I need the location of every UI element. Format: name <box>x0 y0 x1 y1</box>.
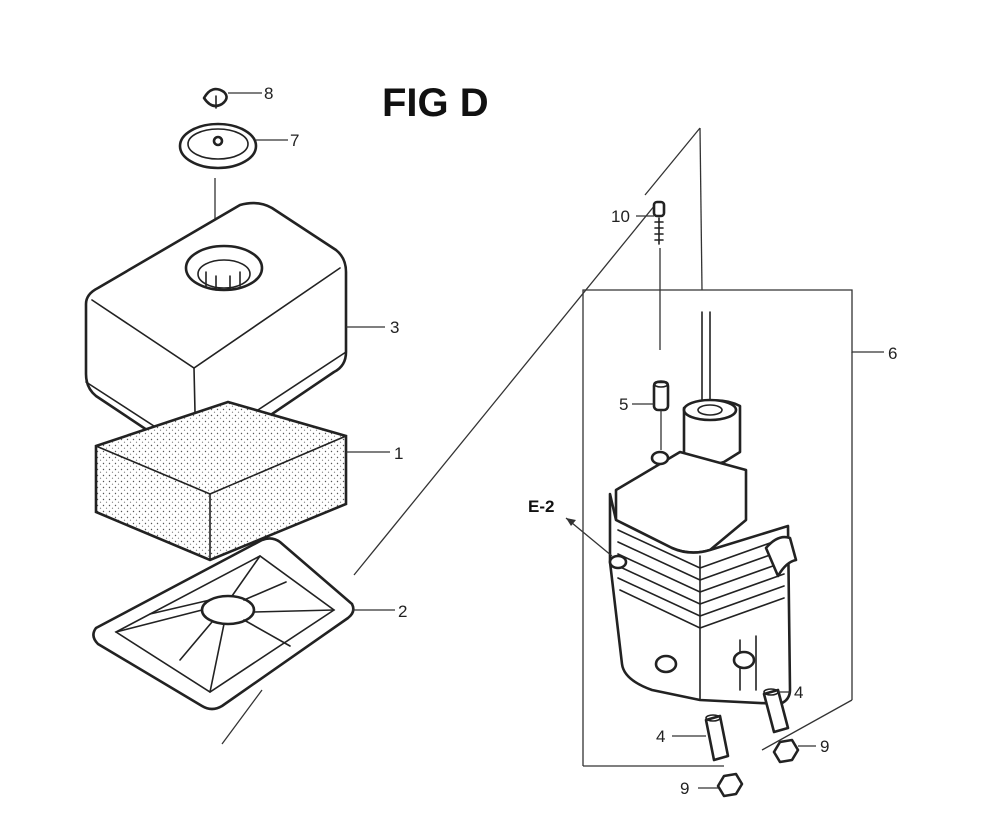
callout-4-left: 4 <box>656 727 665 746</box>
reference-label: E-2 <box>528 497 554 516</box>
air-cleaner-cover-part-3 <box>84 201 385 461</box>
callout-labels: 8 7 3 1 2 10 5 6 4 4 9 9 <box>264 84 897 798</box>
spacer-part-4-right <box>762 688 790 734</box>
callout-7: 7 <box>290 131 299 150</box>
reference-e2: E-2 <box>528 497 613 557</box>
filter-base-part-2 <box>92 537 395 711</box>
assembly-box-part-6 <box>582 289 884 767</box>
callout-10: 10 <box>611 207 630 226</box>
callout-2: 2 <box>398 602 407 621</box>
callout-3: 3 <box>390 318 399 337</box>
nut-part-9-right <box>772 738 816 764</box>
cover-plate-part-7 <box>178 122 288 170</box>
arrow-icon <box>566 518 576 526</box>
nut-part-9-left <box>698 772 744 798</box>
assembly-guide-lines <box>214 127 703 745</box>
spacer-part-4-left <box>672 714 730 762</box>
callout-4-right: 4 <box>794 683 803 702</box>
foam-element-part-1 <box>94 400 390 562</box>
element-case-part-6 <box>608 311 798 706</box>
callout-5: 5 <box>619 395 628 414</box>
callout-9-left: 9 <box>680 779 689 798</box>
callout-6: 6 <box>888 344 897 363</box>
wing-nut-part-8 <box>202 87 262 109</box>
callout-9-right: 9 <box>820 737 829 756</box>
spacer-part-5 <box>632 380 670 450</box>
callout-1: 1 <box>394 444 403 463</box>
figure-title: FIG D <box>382 81 489 125</box>
screw-part-10 <box>636 200 666 350</box>
callout-8: 8 <box>264 84 273 103</box>
